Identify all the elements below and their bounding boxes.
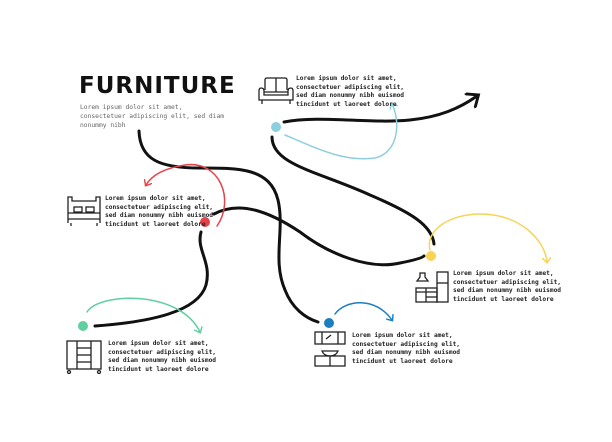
bathroom-dot (324, 318, 334, 328)
black-path-title-to-bathroom (137, 129, 320, 324)
armchair-icon (258, 77, 294, 104)
dresser-description: Lorem ipsum dolor sit amet, consectetuer… (108, 340, 217, 373)
kitchen-description: Lorem ipsum dolor sit amet, consectetuer… (453, 270, 562, 303)
page-subtitle: Lorem ipsum dolor sit amet, consectetuer… (80, 104, 225, 129)
black-path-armchair-to-arrow (282, 96, 477, 124)
lightblue-arrow (284, 104, 397, 160)
bathroom-description: Lorem ipsum dolor sit amet, consectetuer… (352, 332, 461, 365)
black-path-bed-to-dresser (93, 230, 209, 328)
yellow-arrow (428, 213, 547, 262)
dresser-icon (66, 340, 102, 374)
armchair-description: Lorem ipsum dolor sit amet, consectetuer… (296, 75, 405, 108)
kitchen-dot (426, 251, 436, 261)
red-arrow (146, 163, 226, 227)
dresser-dot (78, 321, 88, 331)
bed-description: Lorem ipsum dolor sit amet, consectetuer… (105, 195, 214, 228)
bathroom-vanity-icon (314, 331, 346, 367)
bed-dot (200, 217, 210, 227)
green-arrow (86, 297, 200, 332)
page-title: FURNITURE (79, 73, 236, 99)
bed-icon (67, 196, 101, 226)
kitchen-icon (415, 271, 449, 303)
black-path-bed-to-kitchen (212, 206, 426, 267)
armchair-dot (271, 122, 281, 132)
black-path-armchair-to-kitchen (270, 135, 436, 246)
blue-arrow (334, 302, 392, 320)
